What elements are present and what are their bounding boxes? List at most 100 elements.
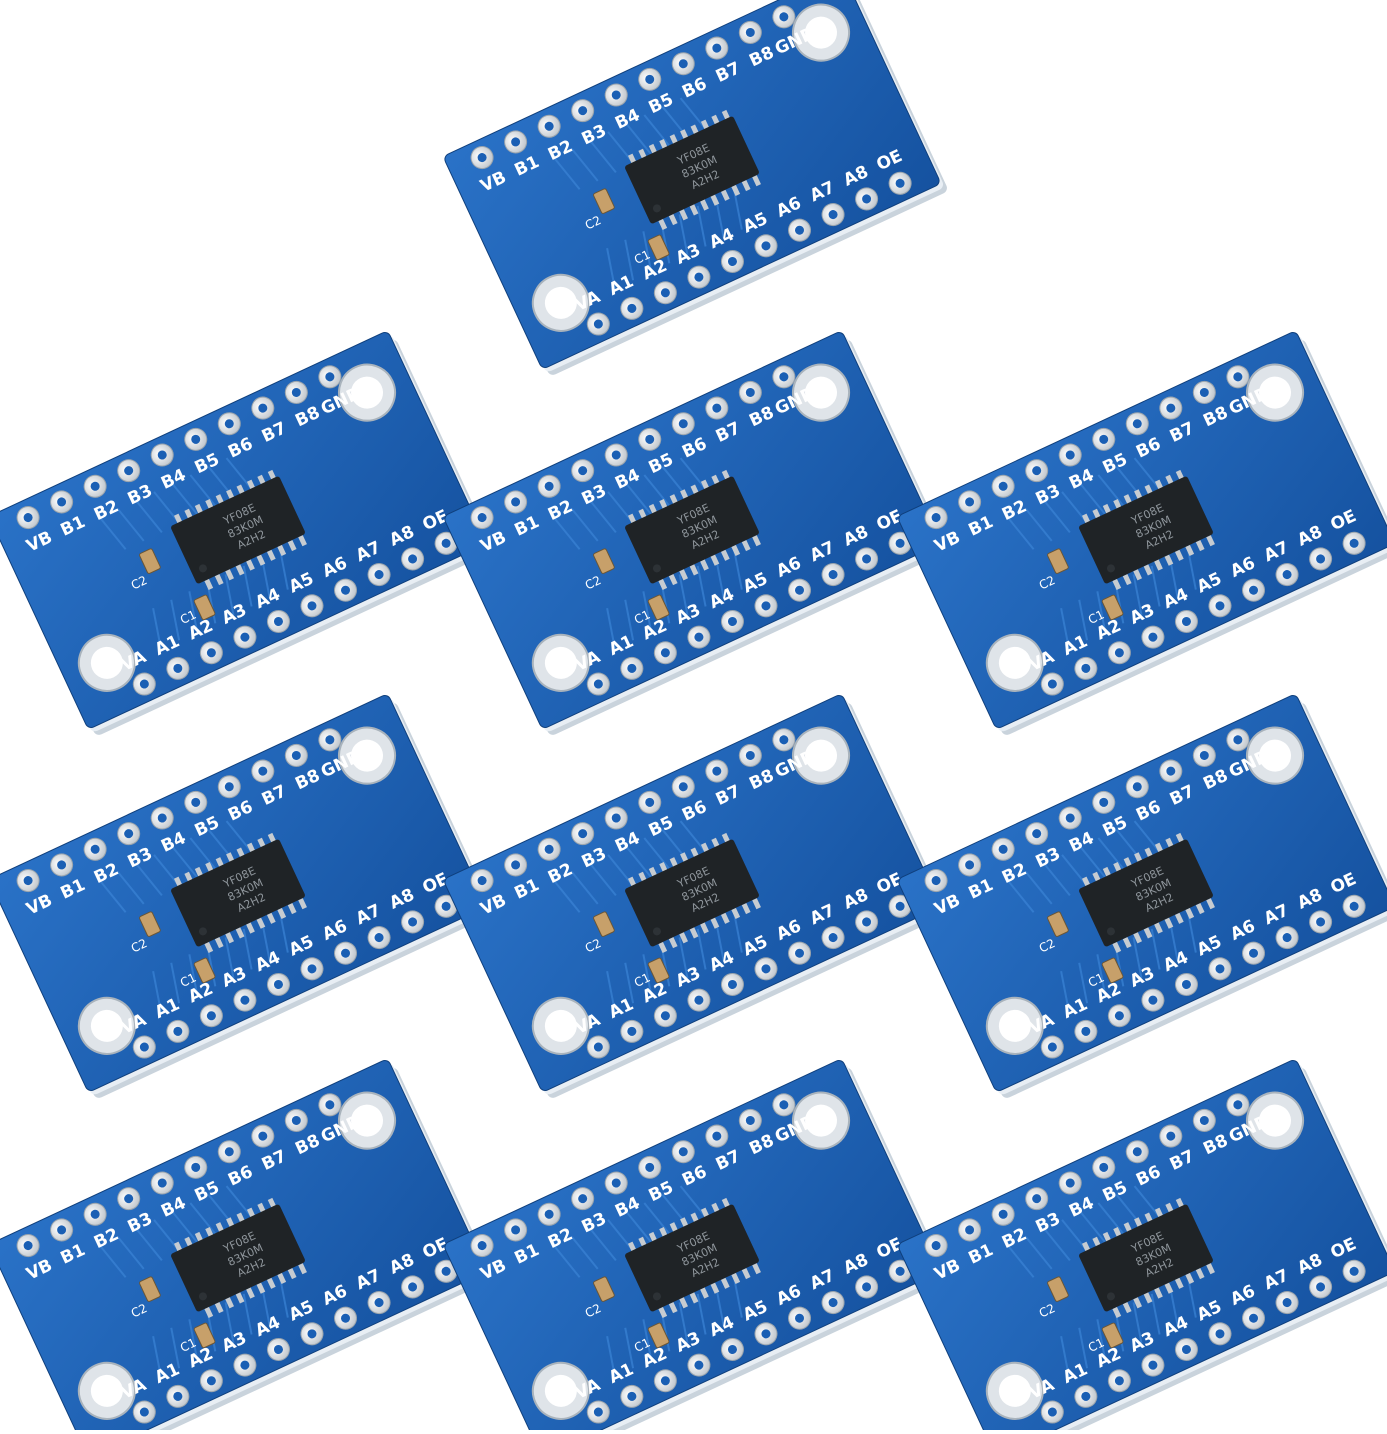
mounting-hole-inner	[90, 1374, 123, 1407]
chip-lead	[256, 1282, 266, 1294]
chip-lead	[710, 554, 720, 566]
trace	[679, 820, 708, 854]
pad-hole	[374, 933, 384, 943]
chip-lead	[1164, 554, 1174, 566]
trace	[552, 156, 581, 190]
trace	[679, 457, 708, 491]
pad-hole	[694, 272, 704, 282]
pad-hole	[611, 90, 621, 100]
capacitor-c1	[1101, 1322, 1124, 1349]
pad-hole	[191, 1162, 201, 1172]
trace	[1043, 499, 1071, 534]
pad-hole	[191, 434, 201, 444]
pad-hole	[1065, 1178, 1075, 1188]
chip-dot	[652, 204, 661, 213]
chip-dot	[1106, 564, 1115, 573]
trace	[642, 954, 653, 995]
pad-hole	[727, 256, 737, 266]
chip-dot	[198, 927, 207, 936]
chip-body	[1079, 1204, 1213, 1312]
pad-hole	[578, 466, 588, 476]
pad-hole	[828, 210, 838, 220]
trace	[1096, 1319, 1107, 1360]
trace	[1096, 591, 1107, 632]
pad-hole	[157, 813, 167, 823]
pad-hole	[931, 876, 941, 886]
pad-hole	[157, 1178, 167, 1188]
trace	[642, 1319, 653, 1360]
trace	[606, 971, 616, 1012]
pad-hole	[307, 601, 317, 611]
trace	[170, 962, 181, 1004]
capacitor-c2	[593, 911, 615, 937]
trace	[624, 962, 635, 1004]
pad-hole	[745, 1115, 755, 1125]
pad-hole	[477, 1241, 487, 1251]
trace	[625, 482, 653, 517]
trace	[1150, 565, 1161, 607]
pad-hole	[694, 632, 704, 642]
chip-dot	[198, 1292, 207, 1301]
label-c2: C2	[583, 213, 603, 232]
chip-lead	[1154, 922, 1163, 934]
capacitor-c2	[1047, 911, 1069, 937]
trace	[188, 1319, 199, 1360]
mounting-hole-inner	[1259, 739, 1292, 772]
trace	[1078, 599, 1089, 641]
trace	[678, 1302, 689, 1344]
pad-hole	[895, 1266, 905, 1276]
chip-body	[625, 476, 759, 584]
pad-hole	[678, 419, 688, 429]
pad-hole	[157, 450, 167, 460]
chip-dot	[1106, 1292, 1115, 1301]
pad-hole	[544, 844, 554, 854]
capacitor-c2	[593, 548, 615, 574]
chip-lead	[235, 1292, 245, 1304]
chip-lead	[731, 907, 741, 920]
chip-lead	[700, 199, 709, 211]
pad-hole	[441, 901, 451, 911]
pcb-board: VBB1B2B3B4B5B6B7B8GNDVAA1A2A3A4A5A6A7A8O…	[0, 332, 493, 735]
chip-lead	[689, 927, 699, 939]
trace	[171, 845, 199, 880]
label-c1: C1	[632, 970, 652, 989]
pad-hole	[23, 876, 33, 886]
pad-hole	[1316, 554, 1326, 564]
pad-hole	[273, 616, 283, 626]
chip-lead	[277, 1272, 287, 1285]
pcb-board: VBB1B2B3B4B5B6B7B8GNDVAA1A2A3A4A5A6A7A8O…	[0, 695, 493, 1098]
pad-hole	[1148, 1360, 1158, 1370]
pad-hole	[578, 1194, 588, 1204]
chip-lead	[741, 902, 751, 915]
trace	[679, 97, 708, 131]
pad-hole	[1349, 901, 1359, 911]
pad-hole	[931, 513, 941, 523]
pad-hole	[578, 829, 588, 839]
pad-hole	[57, 860, 67, 870]
capacitor-c2	[139, 1276, 161, 1302]
mounting-hole-inner	[544, 1009, 577, 1042]
chip-lead	[658, 578, 668, 591]
pad-hole	[224, 782, 234, 792]
pad-hole	[124, 829, 134, 839]
label-c2: C2	[583, 1301, 603, 1320]
mounting-hole-inner	[90, 646, 123, 679]
pad-hole	[1166, 403, 1176, 413]
pad-hole	[291, 387, 301, 397]
capacitor-c1	[647, 1322, 670, 1349]
pad-hole	[291, 750, 301, 760]
chip-lead	[689, 204, 699, 216]
chip-dot	[652, 564, 661, 573]
trace	[189, 474, 218, 508]
pad-hole	[627, 1026, 637, 1036]
trace	[643, 114, 672, 148]
pcb-board: VBB1B2B3B4B5B6B7B8GNDVAA1A2A3A4A5A6A7A8O…	[444, 1060, 947, 1434]
pad-hole	[1132, 419, 1142, 429]
pad-hole	[1032, 466, 1042, 476]
chip-lead	[225, 569, 234, 581]
pad-hole	[1132, 1147, 1142, 1157]
pad-hole	[1199, 750, 1209, 760]
trace	[117, 1236, 145, 1270]
